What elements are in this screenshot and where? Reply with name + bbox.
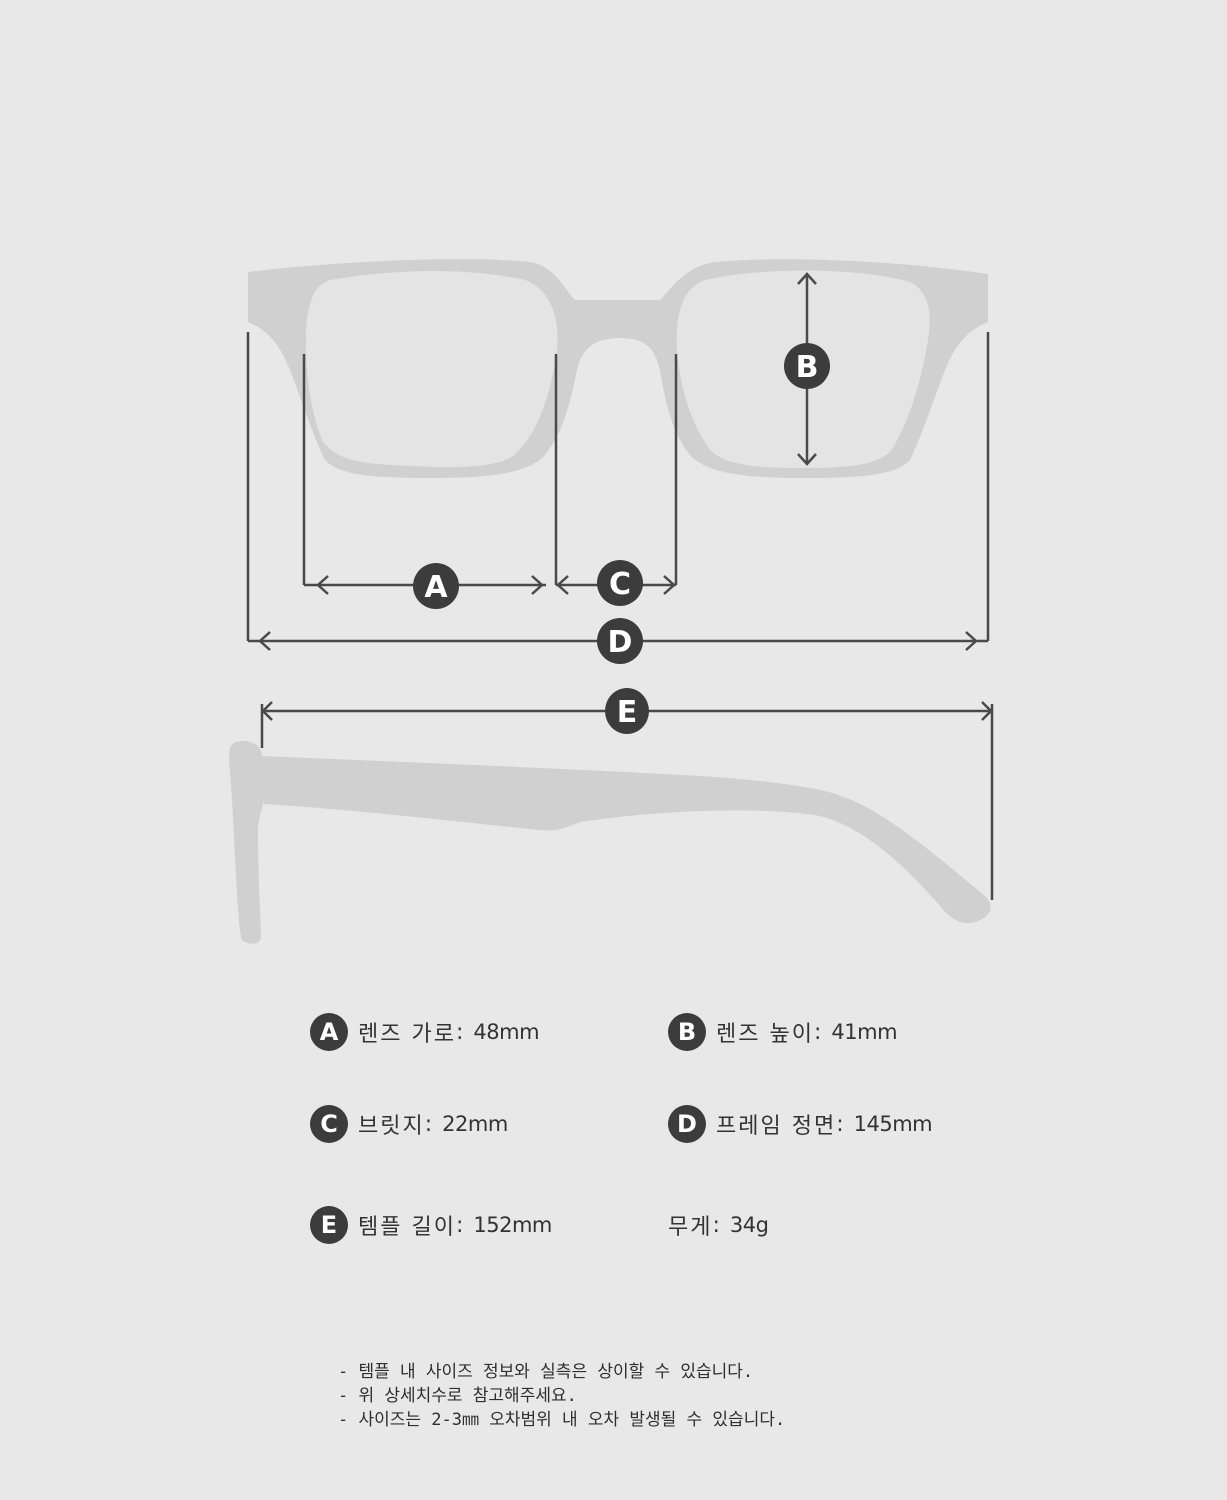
badge-e: E [605, 688, 649, 734]
badge-b-icon: B [668, 1013, 706, 1051]
glasses-side-view [229, 740, 991, 944]
spec-label: 템플 길이 [358, 1215, 456, 1240]
spec-value: 48mm [473, 1020, 540, 1044]
spec-lens-height: B 렌즈 높이 : 41mm [668, 1010, 898, 1054]
svg-text:B: B [796, 350, 819, 385]
spec-value: 152mm [473, 1213, 552, 1237]
badge-d-icon: D [668, 1105, 706, 1143]
glasses-front-view [248, 259, 988, 478]
spec-value: 145mm [853, 1112, 933, 1136]
spec-bridge: C 브릿지 : 22mm [310, 1102, 508, 1146]
badge-d: D [597, 618, 643, 664]
svg-text:D: D [608, 625, 633, 660]
badge-a: A [413, 563, 459, 609]
spec-separator: : [455, 1019, 464, 1045]
spec-separator: : [813, 1019, 822, 1045]
badge-a-icon: A [310, 1013, 348, 1051]
spec-temple-length: E 템플 길이 : 152mm [310, 1203, 552, 1247]
badge-c-icon: C [310, 1105, 348, 1143]
spec-separator: : [455, 1212, 464, 1238]
svg-text:C: C [609, 567, 631, 602]
spec-separator: : [712, 1212, 720, 1238]
spec-frame-front: D 프레임 정면 : 145mm [668, 1102, 933, 1146]
size-notes: - 템플 내 사이즈 정보와 실측은 상이할 수 있습니다. - 위 상세치수로… [338, 1360, 785, 1432]
glasses-size-diagram: A B C D E [229, 259, 994, 944]
spec-value: 34g [729, 1213, 769, 1237]
spec-value: 41mm [831, 1020, 898, 1044]
note-line: - 사이즈는 2-3㎜ 오차범위 내 오차 발생될 수 있습니다. [338, 1410, 786, 1430]
spec-label: 프레임 정면 [716, 1114, 837, 1139]
badge-c: C [597, 560, 643, 606]
note-line: - 위 상세치수로 참고해주세요. [338, 1386, 577, 1406]
svg-text:A: A [424, 570, 448, 605]
badge-e-icon: E [310, 1206, 348, 1244]
front-rim-side [229, 740, 264, 944]
spec-separator: : [836, 1111, 844, 1137]
spec-label: 브릿지 [358, 1114, 425, 1139]
spec-value: 22mm [442, 1112, 508, 1136]
note-line: - 템플 내 사이즈 정보와 실측은 상이할 수 있습니다. [338, 1362, 754, 1382]
left-lens [305, 271, 558, 468]
spec-weight: 무게 : 34g [668, 1203, 769, 1247]
spec-label: 렌즈 높이 [716, 1022, 814, 1047]
svg-text:E: E [617, 695, 638, 730]
spec-separator: : [424, 1111, 433, 1137]
spec-label: 렌즈 가로 [358, 1022, 456, 1047]
temple-arm [262, 756, 991, 924]
badge-b: B [784, 343, 830, 389]
spec-label: 무게 [668, 1215, 713, 1240]
spec-lens-width: A 렌즈 가로 : 48mm [310, 1010, 540, 1054]
